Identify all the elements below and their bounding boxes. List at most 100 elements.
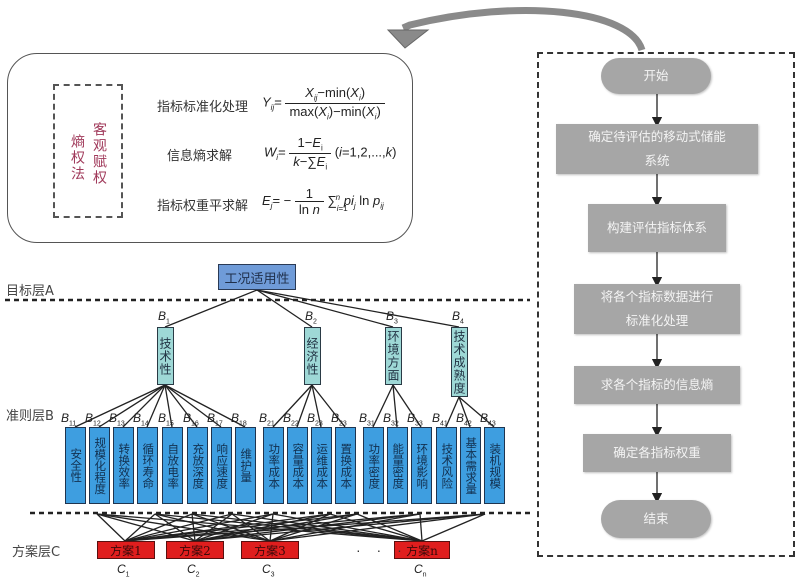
sub-criteria-node: 响应速度 [211,427,232,504]
sub-alternative-link [421,513,486,542]
sub-alternative-link [124,513,233,542]
criteria-sub-link [458,396,471,428]
alternative-node: 方案1 [97,541,155,559]
criteria-sub-link [164,384,222,428]
criteria-sub-link [311,384,322,428]
sub-criteria-id-label: B31 [359,411,375,428]
method-panel [7,53,413,243]
goal-criteria-link [256,289,313,328]
sub-alternative-link [96,513,126,542]
step-label-entropy: 信息熵求解 [167,149,233,164]
sub-criteria-id-label: B14 [133,411,149,428]
feedback-arrowhead [386,29,430,49]
alternative-id-label: Cn [414,562,427,578]
flowchart-frame [537,52,795,557]
flow-step: 确定待评估的移动式储能 系统 [556,124,758,174]
sub-criteria-id-label: B22 [283,411,299,428]
sub-criteria-node: 装机规模 [484,427,505,504]
criteria-sub-link [445,396,460,428]
sub-criteria-node: 功率成本 [263,427,284,504]
criteria-sub-link [74,384,166,428]
criteria-sub-link [296,384,313,428]
criteria-sub-link [311,384,346,428]
sub-criteria-node: 自放电率 [162,427,183,504]
method-box: 客观赋权 熵权法 [53,84,123,218]
method-type: 客观赋权 [91,122,107,186]
sub-alternative-link [231,513,271,542]
criteria-id-label: B4 [452,309,464,326]
goal-node: 工况适用性 [218,264,296,290]
sub-criteria-node: 容量成本 [287,427,308,504]
sub-criteria-id-label: B43 [480,411,496,428]
layer-label-goal: 目标层A [6,284,54,299]
criteria-sub-link [164,384,246,428]
flow-step: 将各个指标数据进行 标准化处理 [574,284,740,334]
sub-criteria-id-label: B23 [307,411,323,428]
sub-criteria-node: 技术风险 [436,427,457,504]
criteria-sub-link [458,396,495,428]
sub-alternative-link [154,513,423,542]
sub-criteria-node: 功率密度 [363,427,384,504]
criteria-sub-link [272,384,313,428]
flow-step: 求各个指标的信息熵 [574,366,740,404]
criteria-sub-link [146,384,166,428]
alternative-node: 方案3 [241,541,299,559]
criteria-id-label: B1 [158,309,170,326]
criteria-sub-link [372,384,394,428]
sub-alternative-link [194,513,274,542]
sub-alternative-link [124,513,486,542]
sub-alternative-link [124,513,274,542]
flow-step: 构建评估指标体系 [588,204,726,252]
sub-criteria-id-label: B12 [85,411,101,428]
hierarchy-links [74,289,495,542]
layer-label-criteria: 准则层B [6,409,54,424]
sub-criteria-node: 循环寿命 [137,427,158,504]
alternative-id-label: C1 [117,562,130,578]
criteria-sub-link [98,384,166,428]
sub-criteria-node: 环境影响 [411,427,432,504]
sub-alternative-link [124,513,421,542]
flow-terminal: 开始 [601,58,711,94]
sub-criteria-id-label: B17 [207,411,223,428]
sub-criteria-id-label: B15 [158,411,174,428]
formula-normalize: Yij= Xij−min(Xi) max(Xi)−min(Xi) [262,85,385,121]
sub-criteria-node: 维护量 [235,427,256,504]
criteria-id-label: B3 [386,309,398,326]
sub-criteria-id-label: B33 [407,411,423,428]
formula-weight: Wi= 1−Ei k−∑Ei (i=1,2,...,k) [264,135,397,172]
sub-criteria-node: 充放深度 [187,427,208,504]
sub-criteria-node: 规模化程度 [89,427,110,504]
criteria-sub-link [392,384,422,428]
fraction-weight: 1−Ei k−∑Ei [289,135,332,171]
sub-criteria-id-label: B21 [259,411,275,428]
goal-criteria-link [256,289,394,328]
sub-criteria-node: 能量密度 [387,427,408,504]
sub-alternative-link [194,513,331,542]
alternative-node: 方案n [394,541,450,559]
sub-alternative-link [124,513,358,542]
alternatives-ellipsis: · · · [356,542,408,558]
criteria-sub-link [164,384,198,428]
criteria-sub-link [392,384,398,428]
sub-criteria-id-label: B16 [183,411,199,428]
formula-entropy: Ej= − 1 ln n ∑i=1n pij ln pij [262,186,384,217]
fraction-normalize: Xij−min(Xi) max(Xi)−min(Xi) [285,85,385,121]
feedback-curve-arrow [401,7,646,52]
alternative-id-label: C3 [262,562,275,578]
sub-criteria-id-label: B41 [432,411,448,428]
sub-criteria-node: 运维成本 [311,427,332,504]
layer-label-alternatives: 方案层C [12,545,61,560]
criteria-id-label: B2 [305,309,317,326]
goal-criteria-link [256,289,460,328]
criteria-node: 技术成熟度 [451,327,468,397]
flow-terminal: 结束 [601,500,711,538]
alternative-node: 方案2 [166,541,224,559]
sub-criteria-id-label: B11 [61,411,77,428]
sub-criteria-id-label: B23 [331,411,347,428]
sub-alternative-link [124,513,156,542]
sub-alternative-link [231,513,423,542]
step-label-normalize: 指标标准化处理 [157,100,249,115]
criteria-node: 技术性 [157,327,174,385]
criteria-node: 经济性 [304,327,321,385]
